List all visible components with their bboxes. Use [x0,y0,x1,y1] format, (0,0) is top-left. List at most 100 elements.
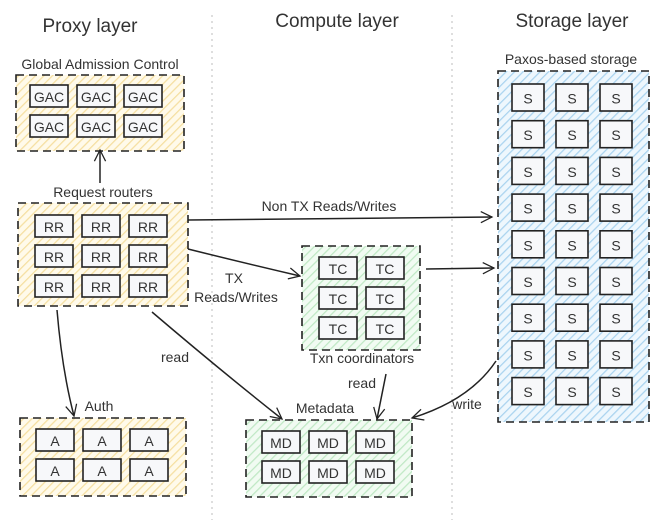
edge-rr-to-auth [56,309,78,418]
storage-node-box [599,340,633,369]
storage-node-label: S [611,164,620,180]
rr-node-box [34,274,74,298]
storage-node: S [599,156,633,186]
gac-node-box [123,84,163,108]
storage-node-label: S [611,201,620,217]
rr-node-box [34,214,74,238]
storage-node-box [511,376,545,406]
md-node-label: MD [317,435,339,451]
storage-node-box [599,156,633,186]
storage-node-label: S [523,91,532,107]
storage-node-label: S [567,311,576,327]
storage-node: S [511,83,545,112]
storage-group-label: Paxos-based storage [505,51,638,67]
tc-node: TC [318,256,358,280]
compute-layer-title: Compute layer [275,11,399,32]
tc-node: TC [318,316,358,340]
storage-node-box [555,119,589,149]
storage-node: S [511,266,545,296]
storage-node-label: S [523,127,532,143]
storage-node-box [555,340,589,369]
rr-node-box [34,244,74,268]
edge-tc-to-storage [425,261,496,275]
storage-node: S [599,303,633,333]
storage-node-box [599,119,633,149]
tc-node-box [318,286,358,310]
storage-node-box [511,193,545,222]
storage-node-label: S [611,384,620,400]
tc-node-label: TC [376,261,395,277]
storage-node-label: S [523,164,532,180]
gac-node-label: GAC [128,119,158,135]
rr-node: RR [128,214,168,238]
auth-node-label: A [97,433,107,449]
storage-node-label: S [523,237,532,253]
gac-node: GAC [29,114,69,138]
tc-node-box [365,286,405,310]
storage-node: S [555,376,589,406]
gac-node-label: GAC [34,119,64,135]
storage-node: S [511,193,545,222]
rr-node: RR [34,274,74,298]
tc-node: TC [318,286,358,310]
rr-group-label: Request routers [53,184,153,200]
rr-node-label: RR [44,279,64,295]
rr-node-label: RR [44,249,64,265]
edge-rr-to-metadata [151,311,284,420]
storage-node-box [511,266,545,296]
storage-node: S [555,156,589,186]
md-node-box [261,430,301,454]
md-node-label: MD [270,435,292,451]
rr-node: RR [128,274,168,298]
gac-node-label: GAC [34,89,64,105]
storage-node-label: S [567,237,576,253]
edge-rr-to-tc [187,248,302,280]
non-tx-edge-label: Non TX Reads/Writes [262,198,397,214]
storage-node: S [599,376,633,406]
tc-node: TC [365,316,405,340]
storage-node-box [511,340,545,369]
auth-node-label: A [97,463,107,479]
gac-node: GAC [123,114,163,138]
auth-node-box [82,428,122,452]
md-node: MD [261,460,301,484]
tc-read-edge-label: read [348,375,376,391]
tc-node-label: TC [329,261,348,277]
md-group-label: Metadata [296,400,355,416]
tx-edge-label-line1: TX [225,270,244,286]
rr-node-label: RR [44,219,64,235]
gac-node-box [29,114,69,138]
rr-node-box [81,274,121,298]
storage-node: S [599,193,633,222]
rr-node: RR [81,214,121,238]
storage-node-box [555,83,589,112]
auth-node-box [129,428,169,452]
rr-node-box [128,274,168,298]
md-node-box [355,460,395,484]
gac-node: GAC [123,84,163,108]
storage-node: S [599,340,633,369]
storage-node-box [555,303,589,333]
tc-node-label: TC [329,321,348,337]
storage-node-label: S [611,127,620,143]
storage-node-label: S [611,237,620,253]
rr-node: RR [34,244,74,268]
auth-node-box [129,458,169,482]
storage-node: S [511,156,545,186]
rr-node: RR [128,244,168,268]
auth-node: A [35,458,75,482]
gac-node-box [76,114,116,138]
storage-node: S [555,230,589,259]
storage-node: S [599,83,633,112]
rr-node: RR [81,274,121,298]
gac-node-box [29,84,69,108]
rr-node: RR [34,214,74,238]
storage-node-label: S [523,311,532,327]
storage-node-label: S [567,384,576,400]
storage-node: S [511,119,545,149]
storage-node-label: S [611,347,620,363]
storage-node: S [599,230,633,259]
edge-rr-to-storage-non-tx [187,210,494,224]
auth-node: A [82,458,122,482]
